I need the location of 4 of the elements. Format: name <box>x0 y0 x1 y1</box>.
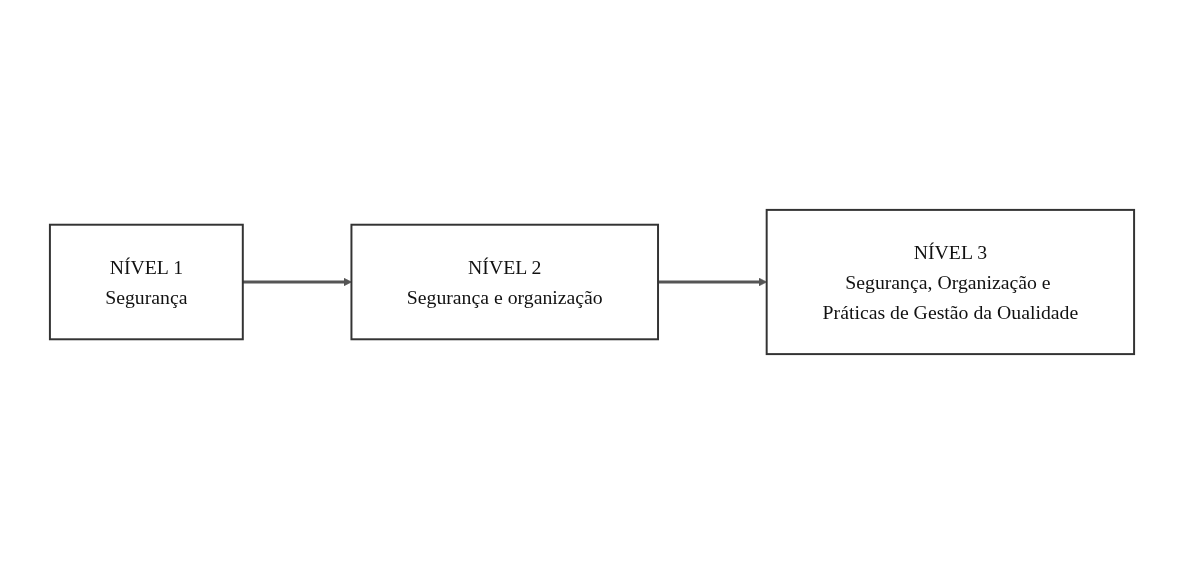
node-box: NÍVEL 1 Segurança <box>48 223 244 340</box>
node-box: NÍVEL 3 Segurança, Organização e Práticas de Gestão da Oualidade <box>765 208 1136 355</box>
arrow <box>242 277 352 286</box>
node-box: NÍVEL 2 Segurança e organização <box>350 223 659 340</box>
